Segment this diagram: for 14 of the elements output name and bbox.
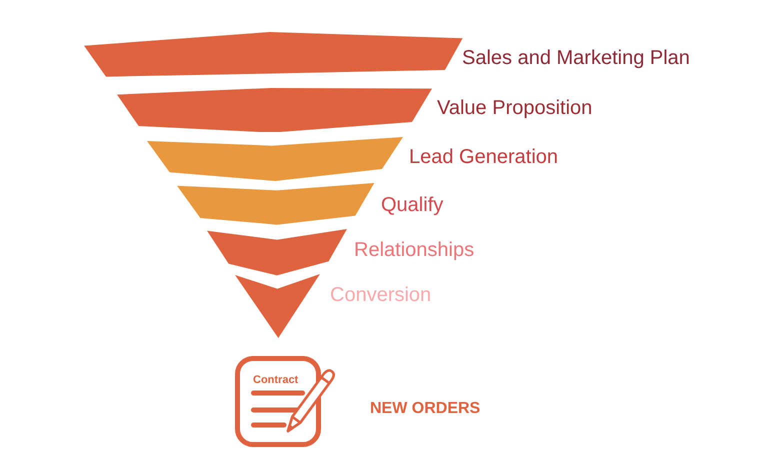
funnel-band	[84, 32, 463, 77]
funnel-band	[116, 88, 432, 132]
funnel-band	[176, 183, 374, 225]
stage-label: Conversion	[330, 283, 432, 307]
stage-label: Relationships	[354, 238, 474, 262]
stage-label: Value Proposition	[437, 96, 592, 120]
document-title: Contract	[253, 374, 298, 386]
funnel-band	[206, 229, 347, 276]
outcome-label: NEW ORDERS	[370, 398, 480, 418]
funnel-tip	[235, 274, 320, 338]
stage-label: Qualify	[381, 193, 444, 217]
stage-label: Sales and Marketing Plan	[462, 46, 690, 70]
funnel-band	[146, 137, 403, 181]
stage-label: Lead Generation	[409, 145, 558, 169]
